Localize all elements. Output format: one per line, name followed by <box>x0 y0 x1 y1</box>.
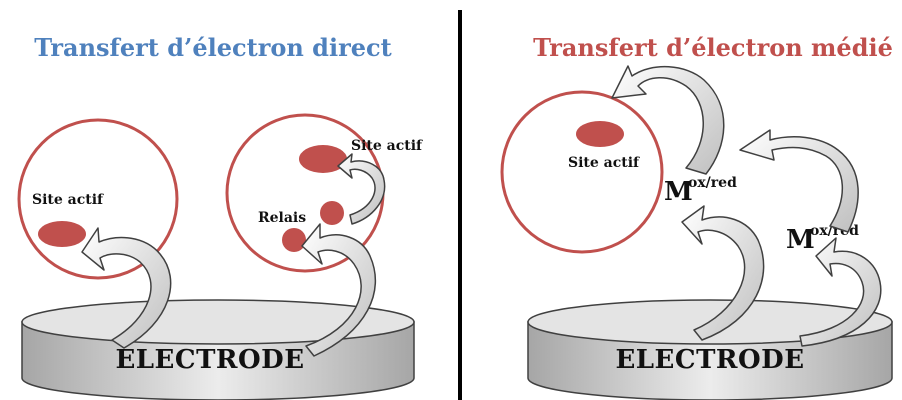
left-electrode-top <box>21 299 415 345</box>
left-enzyme-b-relay-label: Relais <box>258 210 306 226</box>
right-electrode-label: ELECTRODE <box>615 345 804 375</box>
left-enzyme-b-relay-2 <box>282 228 306 252</box>
mediator-2-symbol: M <box>786 225 815 255</box>
right-enzyme: Site actif <box>500 90 664 254</box>
left-enzyme-b-relay-1 <box>320 201 344 225</box>
right-arrow-electrode-to-mediator1 <box>681 205 765 341</box>
mediator-1-symbol: M <box>664 177 693 207</box>
left-panel-title: Transfert d’électron direct <box>34 33 391 62</box>
mediator-1-superscript: ox/red <box>688 175 737 191</box>
left-enzyme-a: Site actif <box>17 118 179 280</box>
right-arrow-mediator2-to-mediator1 <box>739 129 859 233</box>
right-enzyme-circle <box>500 90 664 254</box>
left-enzyme-a-active-site <box>38 221 86 247</box>
left-arrow-electrode-to-site <box>81 227 172 349</box>
left-enzyme-b-site-label: Site actif <box>351 138 423 154</box>
right-enzyme-site-label: Site actif <box>568 155 640 171</box>
left-enzyme-a-site-label: Site actif <box>32 192 104 208</box>
right-panel: Transfert d’électron médié ELECTRODE Sit… <box>500 33 893 400</box>
left-arrow-electrode-to-relay <box>301 223 377 357</box>
right-arrow-electrode-to-mediator2 <box>799 237 882 347</box>
left-enzyme-b-active-site <box>299 145 347 173</box>
mediator-1: M ox/red <box>664 175 737 207</box>
right-panel-title: Transfert d’électron médié <box>533 33 893 62</box>
left-electrode-label: ELECTRODE <box>115 345 304 375</box>
right-electrode: ELECTRODE <box>527 299 893 400</box>
right-enzyme-active-site <box>576 121 624 147</box>
left-panel: Transfert d’électron direct ELECTRODE Si… <box>17 33 423 400</box>
left-arrow-relay-to-site <box>337 153 386 225</box>
right-arrow-mediator-to-enzyme <box>611 65 725 175</box>
left-enzyme-b: Site actif Relais <box>225 113 423 273</box>
